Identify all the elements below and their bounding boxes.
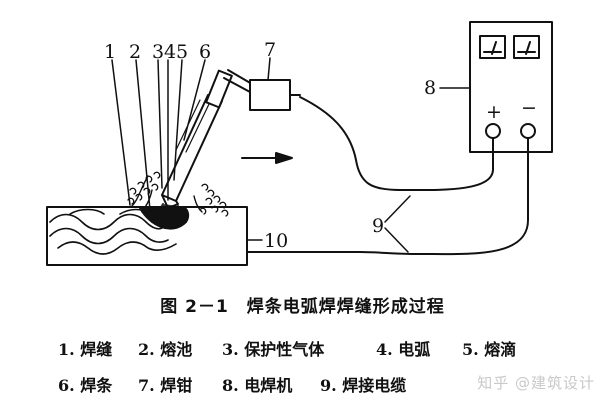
legend-item: 7. 焊钳 bbox=[138, 376, 193, 395]
positive-label: + bbox=[486, 101, 502, 123]
legend-item: 8. 电焊机 bbox=[222, 376, 293, 395]
arc bbox=[151, 203, 187, 223]
callout-4: 4 bbox=[164, 41, 176, 63]
callout-10: 10 bbox=[264, 230, 288, 252]
callout-6: 6 bbox=[199, 41, 211, 63]
figure-caption: 图 2－1 焊条电弧焊焊缝形成过程 bbox=[160, 297, 445, 317]
negative-label: − bbox=[521, 97, 537, 119]
legend-item: 1. 焊缝 bbox=[58, 340, 113, 359]
legend-item: 6. 焊条 bbox=[58, 376, 113, 395]
legend-item: 9. 焊接电缆 bbox=[320, 376, 407, 395]
electrode-holder bbox=[205, 69, 301, 111]
callout-1: 1 bbox=[104, 41, 116, 63]
callout-7: 7 bbox=[264, 39, 276, 61]
watermark: 知乎 @建筑设计 bbox=[477, 374, 595, 392]
callout-3: 3 bbox=[152, 41, 164, 63]
welding-machine bbox=[469, 21, 553, 153]
callout-5: 5 bbox=[176, 41, 188, 63]
gas-swirls-left bbox=[127, 171, 161, 205]
callout-9: 9 bbox=[372, 215, 384, 237]
meter-icon bbox=[479, 35, 506, 59]
arrow-right-icon bbox=[241, 152, 293, 164]
cable-positive bbox=[299, 96, 494, 192]
legend-item: 2. 熔池 bbox=[138, 340, 193, 359]
legend-item: 5. 熔滴 bbox=[462, 340, 517, 359]
legend-item: 4. 电弧 bbox=[376, 340, 431, 359]
leader-lines bbox=[111, 57, 471, 253]
gas-swirls-right bbox=[199, 183, 229, 217]
callout-2: 2 bbox=[129, 41, 141, 63]
cable-negative bbox=[246, 137, 529, 256]
meter-icon bbox=[513, 35, 540, 59]
callout-8: 8 bbox=[424, 77, 436, 99]
weld-bead bbox=[49, 208, 177, 255]
legend-item: 3. 保护性气体 bbox=[222, 340, 325, 359]
